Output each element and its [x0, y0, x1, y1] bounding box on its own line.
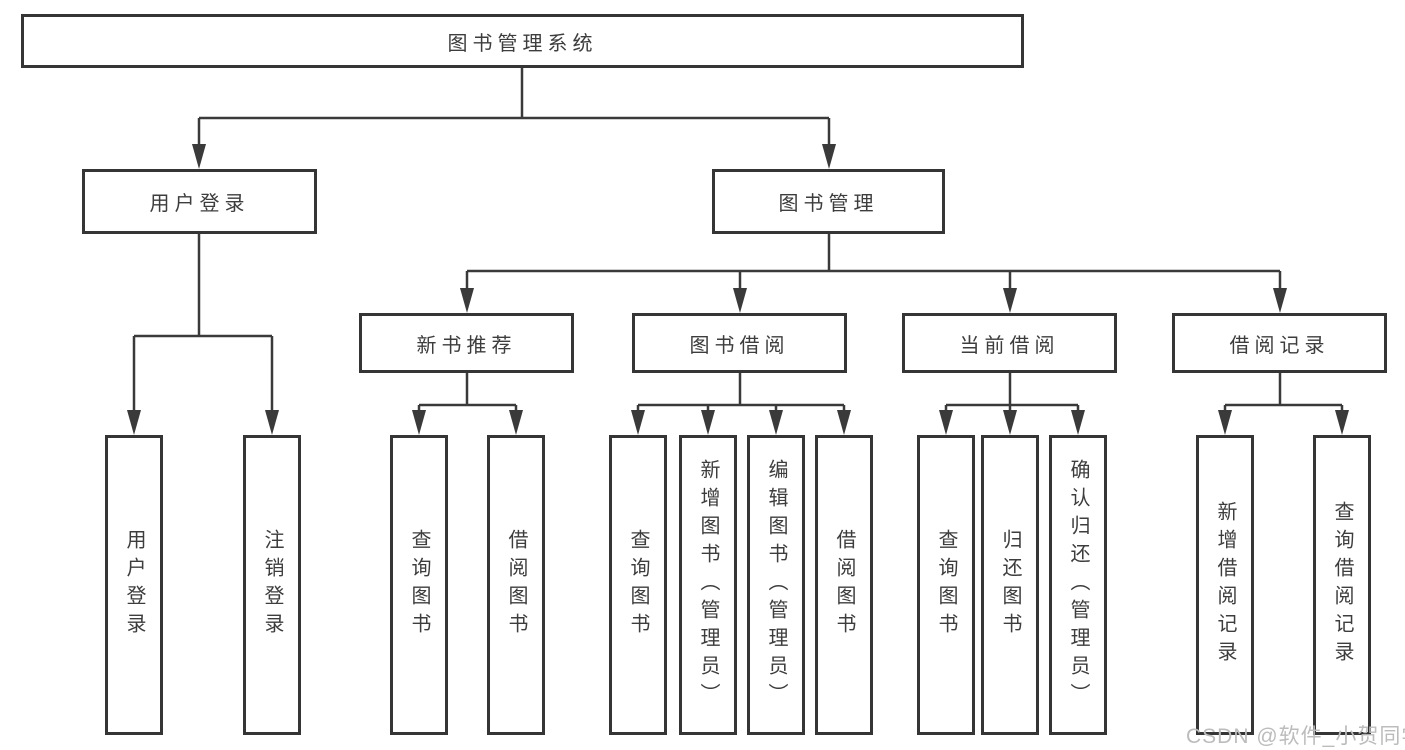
- node-label: 注销登录: [261, 529, 283, 641]
- node-library-management-system: 图书管理系统: [21, 14, 1024, 68]
- node-label: 归还图书: [999, 529, 1021, 641]
- node-label: 图书管理: [778, 193, 879, 215]
- node-label: 新增图书（管理员）: [697, 459, 719, 711]
- node-label: 查询借阅记录: [1331, 501, 1353, 669]
- node-query-books: 查询图书: [609, 435, 667, 735]
- node-label: 查询图书: [408, 529, 430, 641]
- node-borrow-records: 借阅记录: [1172, 313, 1387, 373]
- node-label: 借阅图书: [505, 529, 527, 641]
- node-book-management: 图书管理: [712, 169, 945, 234]
- node-label: 查询图书: [627, 529, 649, 641]
- csdn-watermark: CSDN @软件_小贺同学: [1186, 725, 1405, 748]
- node-return-book: 归还图书: [981, 435, 1039, 735]
- node-edit-book-admin: 编辑图书（管理员）: [747, 435, 805, 735]
- node-label: 当前借阅: [959, 334, 1060, 357]
- node-label: 图书管理系统: [447, 32, 598, 55]
- node-label: 借阅记录: [1229, 334, 1330, 357]
- node-borrow-books: 借阅图书: [487, 435, 545, 735]
- node-query-books: 查询图书: [917, 435, 975, 735]
- node-query-borrow-record: 查询借阅记录: [1313, 435, 1371, 735]
- arrowheads: [127, 144, 1349, 435]
- node-book-borrow: 图书借阅: [632, 313, 847, 373]
- node-user-login-action: 用户登录: [105, 435, 163, 735]
- node-logout: 注销登录: [243, 435, 301, 735]
- node-label: 确认归还（管理员）: [1067, 459, 1089, 711]
- node-user-login: 用户登录: [82, 169, 317, 234]
- node-label: 新增借阅记录: [1214, 501, 1236, 669]
- node-label: 用户登录: [149, 193, 250, 215]
- node-borrow-books: 借阅图书: [815, 435, 873, 735]
- node-add-book-admin: 新增图书（管理员）: [679, 435, 737, 735]
- node-new-book-recommend: 新书推荐: [359, 313, 574, 373]
- node-query-books: 查询图书: [390, 435, 448, 735]
- node-label: 查询图书: [935, 529, 957, 641]
- node-label: 借阅图书: [833, 529, 855, 641]
- node-current-borrow: 当前借阅: [902, 313, 1117, 373]
- node-label: 编辑图书（管理员）: [765, 459, 787, 711]
- node-add-borrow-record: 新增借阅记录: [1196, 435, 1254, 735]
- node-label: 新书推荐: [416, 334, 517, 357]
- node-label: 用户登录: [123, 529, 145, 641]
- node-confirm-return-admin: 确认归还（管理员）: [1049, 435, 1107, 735]
- node-label: 图书借阅: [689, 334, 790, 357]
